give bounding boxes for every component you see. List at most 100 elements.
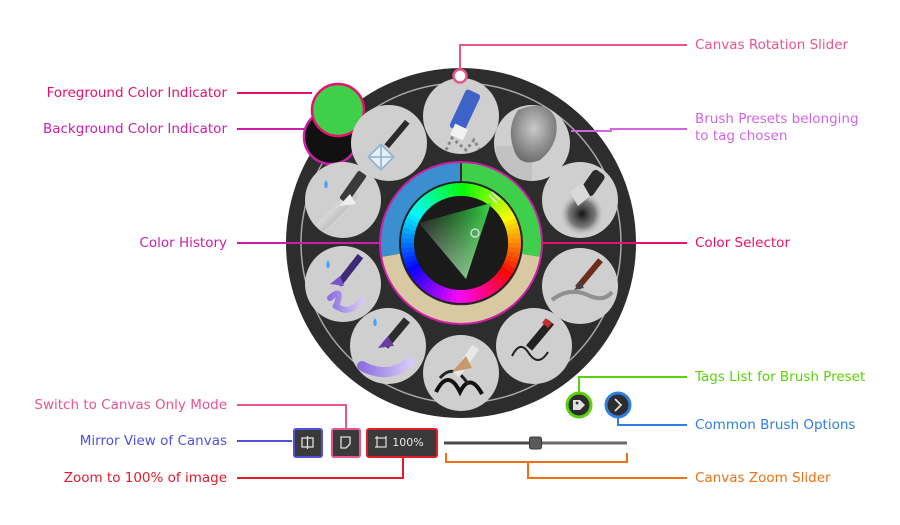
hue-ring-segment[interactable]	[483, 281, 496, 296]
color-history[interactable]	[379, 161, 543, 325]
label-color-history: Color History	[139, 235, 227, 251]
hue-ring-segment[interactable]	[480, 283, 491, 298]
marker-brush-icon	[444, 89, 482, 153]
hue-ring-segment[interactable]	[426, 190, 439, 205]
hue-ring-segment[interactable]	[494, 200, 508, 214]
hue-ring-segment[interactable]	[444, 288, 453, 303]
hue-ring-segment[interactable]	[503, 259, 518, 270]
hue-ring-segment[interactable]	[455, 183, 462, 197]
hue-ring-segment[interactable]	[430, 283, 442, 298]
hue-ring-segment[interactable]	[450, 183, 458, 197]
bristle-brush-icon	[434, 344, 484, 397]
hue-ring-segment[interactable]	[496, 269, 511, 283]
mirror-view-button[interactable]	[293, 428, 323, 458]
label-brush-presets-line2: to tag chosen	[695, 128, 788, 144]
hue-ring-segment[interactable]	[491, 197, 504, 211]
hue-ring-segment[interactable]	[439, 286, 449, 301]
hue-ring-segment[interactable]	[409, 207, 423, 220]
hue-ring-segment[interactable]	[507, 237, 522, 244]
wet-paint-brush-icon	[357, 317, 415, 377]
label-foreground-color-indicator: Foreground Color Indicator	[46, 85, 227, 101]
hue-ring-segment[interactable]	[487, 279, 500, 293]
label-canvas-zoom-slider: Canvas Zoom Slider	[695, 470, 831, 486]
hue-ring-segment[interactable]	[421, 278, 435, 293]
chevron-right-icon	[614, 398, 623, 412]
label-canvas-rotation-slider: Canvas Rotation Slider	[695, 37, 849, 53]
hue-ring-segment[interactable]	[480, 188, 492, 203]
hue-ring-segment[interactable]	[425, 281, 438, 295]
hue-ring-segment[interactable]	[440, 184, 450, 199]
label-common-brush-options: Common Brush Options	[695, 417, 856, 433]
hue-ring-segment[interactable]	[434, 285, 445, 300]
hue-ring-segment[interactable]	[401, 242, 415, 249]
canvas-only-icon	[340, 436, 351, 449]
hue-ring-segment[interactable]	[464, 289, 472, 303]
hue-ring-segment[interactable]	[497, 204, 511, 217]
hue-ring-segment[interactable]	[401, 226, 416, 235]
hue-ring-segment[interactable]	[484, 191, 497, 205]
hue-ring-segment[interactable]	[490, 276, 504, 290]
hue-ring-segment[interactable]	[507, 247, 521, 255]
label-background-color-indicator: Background Color Indicator	[42, 121, 227, 137]
foreground-color-indicator[interactable]	[310, 82, 366, 138]
hue-ring-segment[interactable]	[465, 183, 473, 197]
hue-ring-segment[interactable]	[418, 196, 432, 210]
hue-ring-segment[interactable]	[418, 275, 431, 289]
hue-ring-segment[interactable]	[473, 185, 483, 200]
hue-ring-segment[interactable]	[493, 273, 507, 286]
hue-ring-segment[interactable]	[505, 222, 520, 232]
hue-handle[interactable]	[488, 194, 498, 204]
hue-ring-segment[interactable]	[411, 203, 426, 217]
hue-ring-segment[interactable]	[411, 269, 425, 282]
hue-ring-segment[interactable]	[422, 193, 435, 207]
hue-ring-segment[interactable]	[499, 266, 513, 279]
mirror-tool-brush-icon	[367, 119, 410, 171]
mirror-icon	[301, 436, 314, 449]
canvas-zoom-slider[interactable]	[444, 436, 627, 450]
hue-ring-segment[interactable]	[401, 246, 415, 254]
label-color-selector: Color Selector	[695, 235, 790, 251]
hue-ring-segment[interactable]	[507, 232, 521, 240]
hue-ring-segment[interactable]	[404, 258, 419, 269]
hue-ring-segment[interactable]	[408, 265, 423, 278]
hue-ring-segment[interactable]	[501, 213, 516, 224]
hue-ring-segment[interactable]	[460, 289, 467, 304]
hue-ring-segment[interactable]	[504, 255, 519, 265]
pencil-brush-icon	[550, 258, 614, 302]
hue-ring-segment[interactable]	[406, 262, 421, 273]
hue-ring-segment[interactable]	[476, 285, 487, 300]
hue-ring-segment[interactable]	[402, 254, 417, 264]
color-selector[interactable]	[400, 182, 522, 304]
common-brush-options-button[interactable]	[604, 391, 632, 419]
hue-ring-segment[interactable]	[403, 221, 418, 231]
label-zoom-100: Zoom to 100% of image	[63, 470, 227, 486]
hue-ring-segment[interactable]	[431, 188, 442, 203]
zoom-fit-icon	[375, 436, 387, 448]
hue-ring-segment[interactable]	[477, 186, 488, 201]
color-picker-handle[interactable]	[470, 228, 480, 238]
hue-ring-segment[interactable]	[449, 289, 457, 303]
canvas-rotation-handle[interactable]	[452, 68, 468, 84]
zoom-slider-handle[interactable]	[529, 436, 542, 450]
hue-ring-segment[interactable]	[501, 262, 516, 274]
hue-ring-segment[interactable]	[503, 217, 518, 228]
hue-ring-segment[interactable]	[472, 287, 482, 302]
hue-ring-segment[interactable]	[415, 200, 429, 213]
hue-ring-segment[interactable]	[506, 251, 521, 260]
watercolor-brush-icon	[326, 253, 365, 313]
canvas-only-mode-button[interactable]	[331, 428, 361, 458]
hue-ring-segment[interactable]	[469, 183, 478, 198]
zoom-100-label: 100%	[392, 436, 424, 449]
hue-ring-segment[interactable]	[499, 208, 514, 221]
zoom-100-button[interactable]: 100%	[366, 428, 438, 458]
hue-ring-segment[interactable]	[414, 272, 428, 286]
hue-ring-segment[interactable]	[435, 186, 446, 201]
airbrush-icon	[560, 169, 605, 236]
blender-brush-icon	[317, 170, 367, 231]
hue-ring-segment[interactable]	[406, 212, 421, 224]
label-tags-list: Tags List for Brush Preset	[695, 369, 866, 385]
hue-ring[interactable]	[401, 183, 522, 304]
hue-ring-segment[interactable]	[404, 216, 419, 227]
hue-ring-segment[interactable]	[401, 231, 415, 239]
